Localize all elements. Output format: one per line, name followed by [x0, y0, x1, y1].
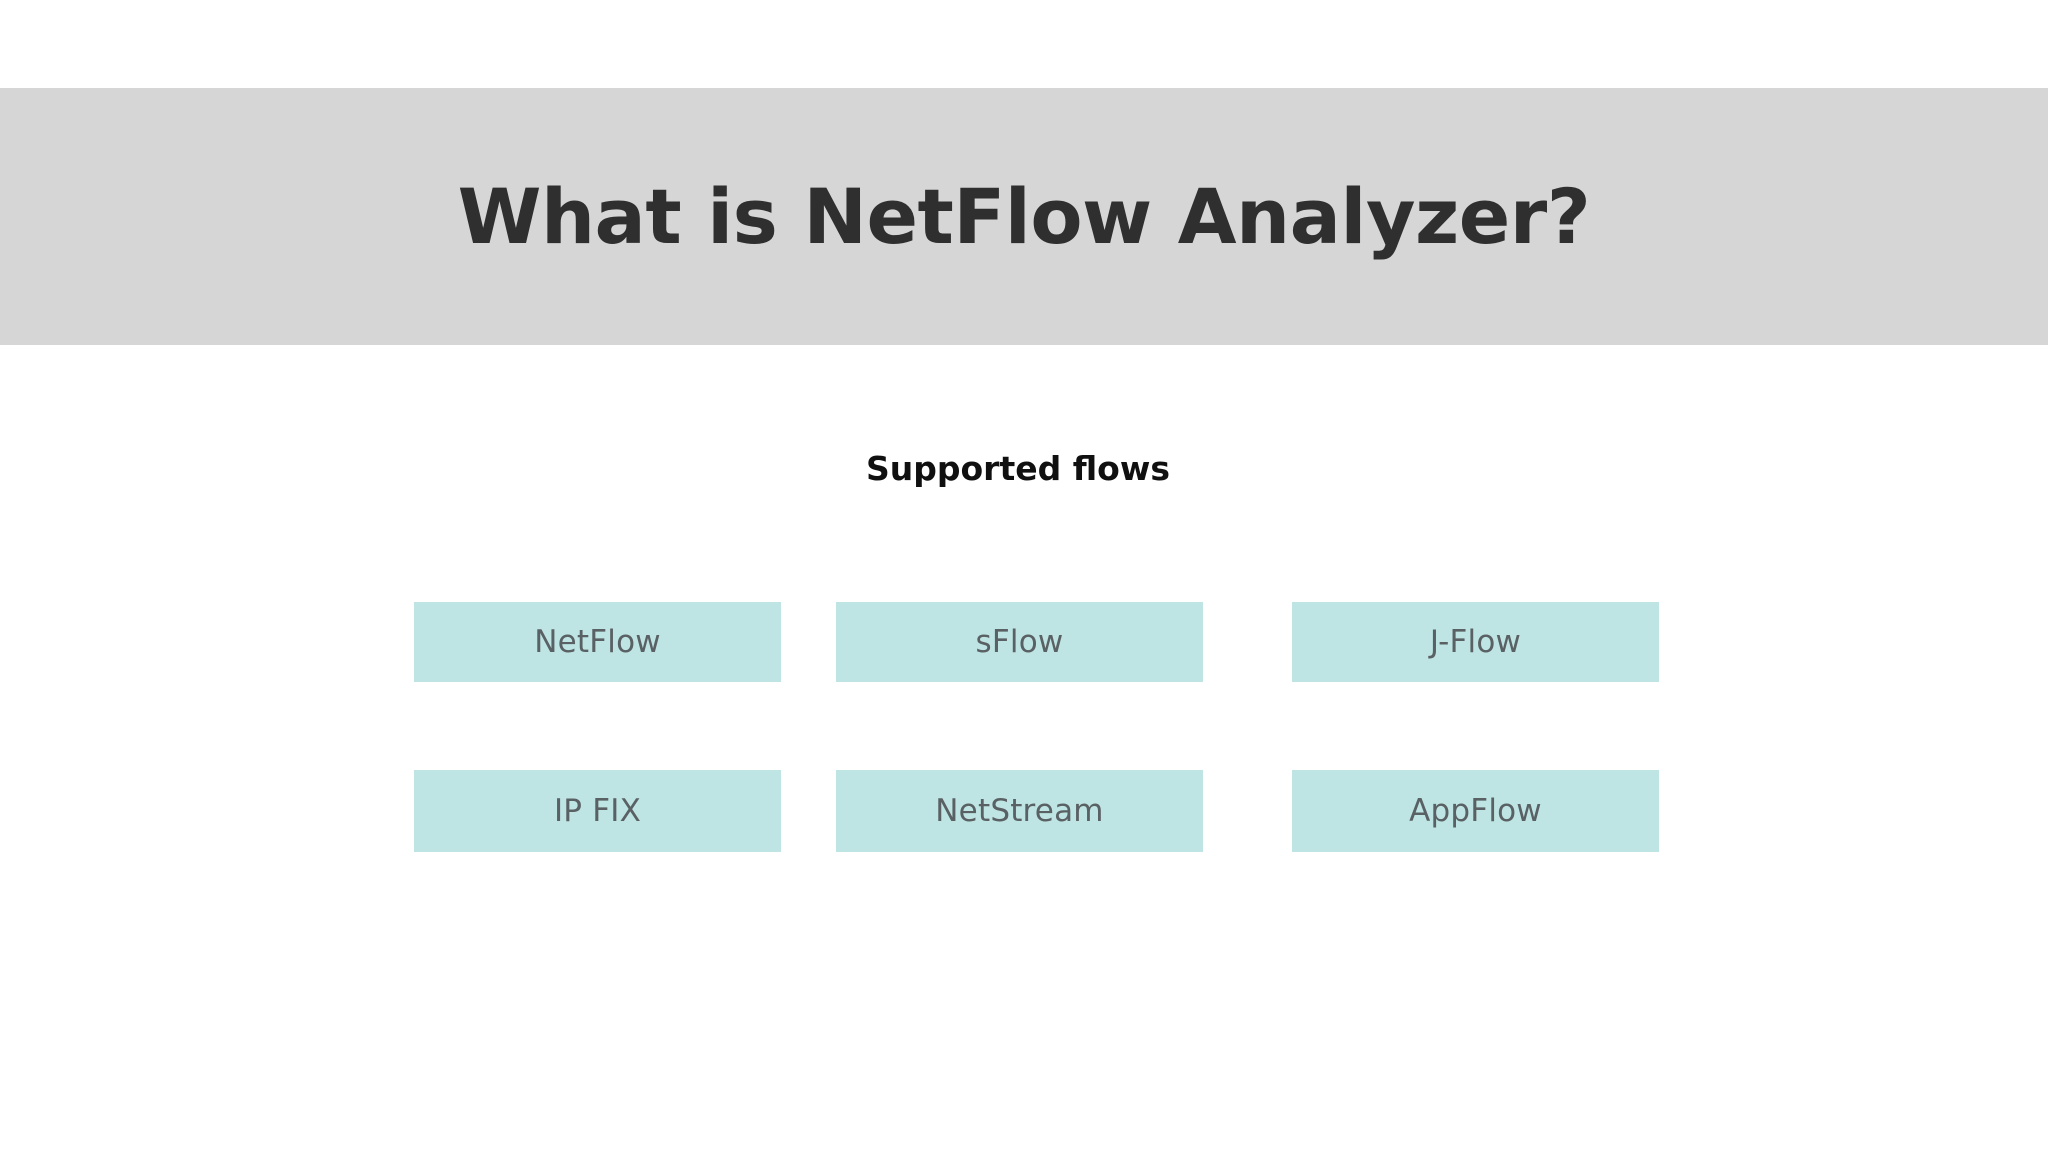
supported-flows-grid: NetFlow sFlow J-Flow IP FIX NetStream Ap…	[414, 602, 1659, 852]
section-heading: Supported flows	[866, 449, 1170, 488]
flow-chip-sflow[interactable]: sFlow	[836, 602, 1203, 682]
flow-chip-jflow[interactable]: J-Flow	[1292, 602, 1659, 682]
flow-chip-ipfix[interactable]: IP FIX	[414, 770, 781, 852]
slide-header-band: What is NetFlow Analyzer?	[0, 88, 2048, 345]
page-title: What is NetFlow Analyzer?	[457, 171, 1591, 261]
flow-chip-netflow[interactable]: NetFlow	[414, 602, 781, 682]
flow-chip-netstream[interactable]: NetStream	[836, 770, 1203, 852]
flow-chip-appflow[interactable]: AppFlow	[1292, 770, 1659, 852]
